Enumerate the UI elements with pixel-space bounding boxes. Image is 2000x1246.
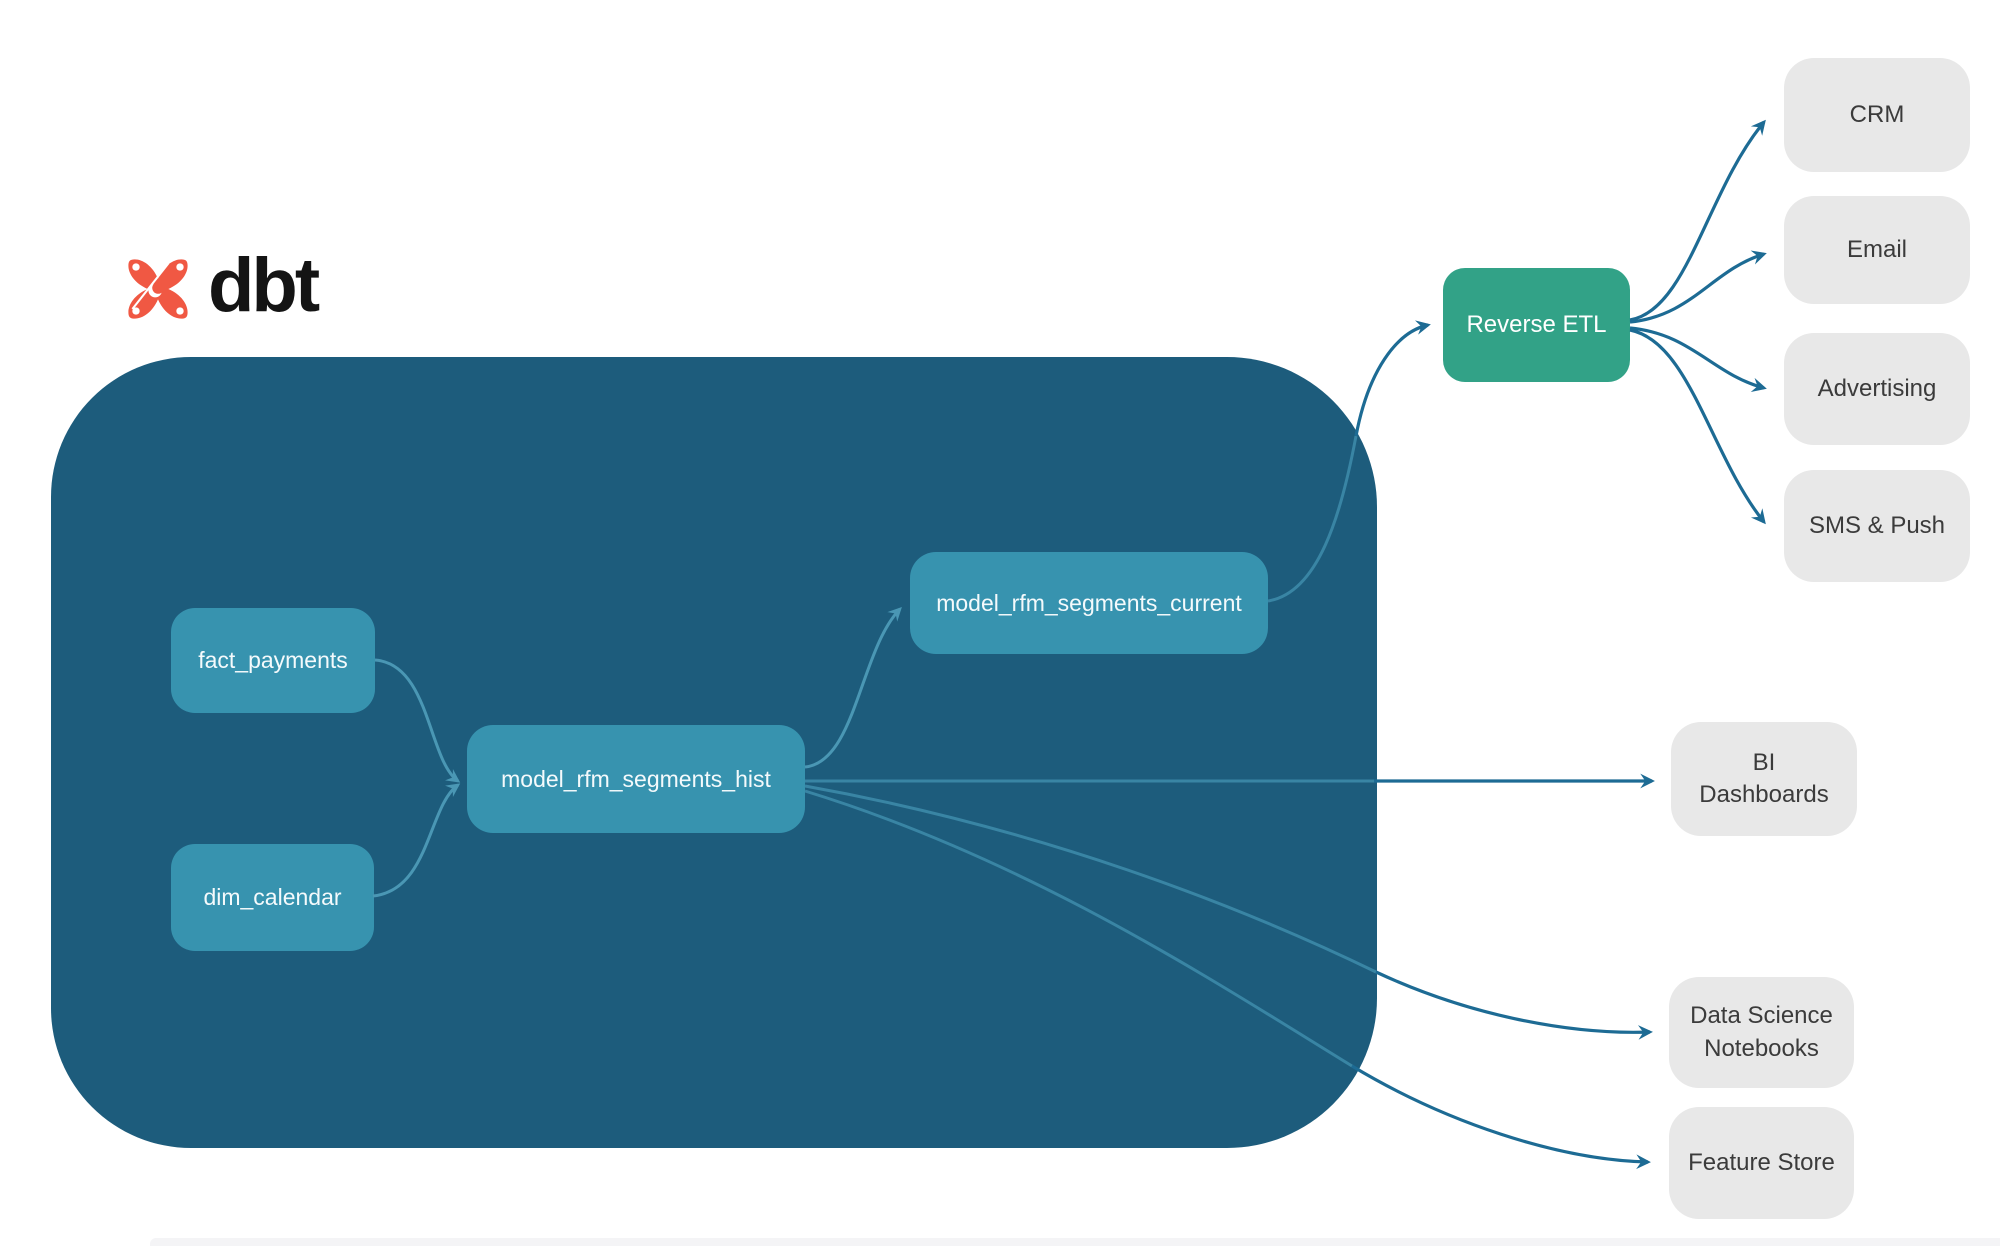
edge-hist-to-data-science-notebooks: [1375, 970, 1653, 1040]
node-label: model_rfm_segments_hist: [501, 765, 771, 792]
edge-reverse-etl-to-email: [1629, 250, 1767, 324]
dbt-logo: dbt: [122, 243, 320, 328]
node-label: Advertising: [1817, 374, 1937, 402]
edge-reverse-etl-to-sms-push: [1629, 328, 1766, 525]
node-label: BI Dashboards: [1699, 748, 1829, 808]
node-model-rfm-segments-current: model_rfm_segments_current: [910, 552, 1268, 654]
node-label: model_rfm_segments_current: [936, 589, 1242, 616]
node-sms-push: SMS & Push: [1784, 470, 1970, 582]
node-feature-store: Feature Store: [1669, 1107, 1854, 1219]
node-label: SMS & Push: [1808, 511, 1946, 539]
node-label: dim_calendar: [203, 884, 342, 910]
node-label: fact_payments: [198, 647, 348, 673]
node-label: Email: [1846, 235, 1907, 263]
edge-current-to-reverse-etl: [1354, 320, 1431, 437]
node-model-rfm-segments-hist: model_rfm_segments_hist: [467, 725, 805, 833]
node-label: Reverse ETL: [1466, 311, 1607, 338]
node-crm: CRM: [1784, 58, 1970, 172]
node-data-science-notebooks: Data Science Notebooks: [1669, 977, 1854, 1088]
dbt-wordmark: dbt: [208, 243, 320, 328]
node-reverse-etl: Reverse ETL: [1443, 268, 1630, 382]
edge-reverse-etl-to-advertising: [1629, 326, 1767, 393]
node-fact-payments: fact_payments: [171, 608, 375, 713]
node-advertising: Advertising: [1784, 333, 1970, 445]
node-label: CRM: [1849, 100, 1905, 128]
dbt-logo-icon: [128, 259, 188, 319]
edge-reverse-etl-to-crm: [1629, 119, 1766, 322]
node-email: Email: [1784, 196, 1970, 304]
node-label: Data Science Notebooks: [1690, 1002, 1833, 1062]
bottom-edge-sliver: [150, 1238, 2000, 1246]
node-label: Feature Store: [1688, 1148, 1835, 1176]
node-dim-calendar: dim_calendar: [171, 844, 374, 951]
edge-hist-to-feature-store: [1351, 1064, 1651, 1170]
node-bi-dashboards: BI Dashboards: [1671, 722, 1857, 836]
